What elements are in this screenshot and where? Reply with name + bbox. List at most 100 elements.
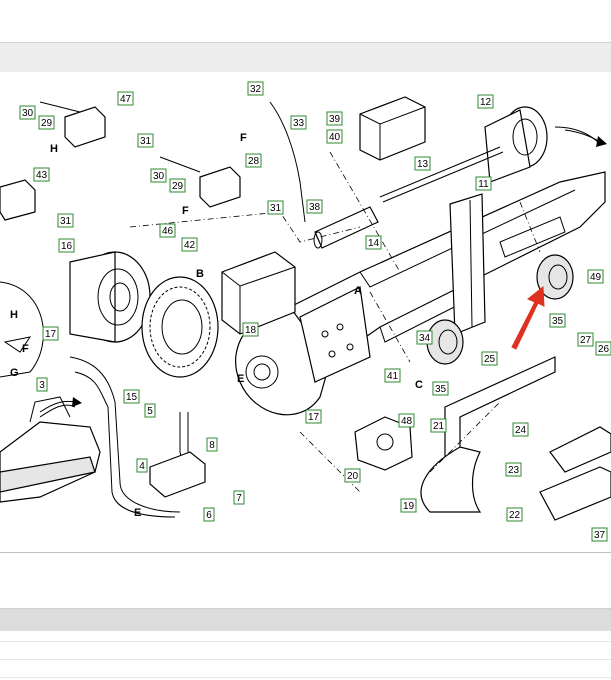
callout-number: 13 (417, 159, 429, 170)
callout-number: 46 (162, 226, 174, 237)
callout-number: 16 (61, 241, 73, 252)
reference-letter: E (237, 373, 244, 385)
shaft-drawing (313, 146, 504, 249)
callout-number: 43 (36, 170, 48, 181)
callout-14[interactable]: 14 (365, 235, 382, 250)
callout-number: 35 (435, 384, 447, 395)
callout-13[interactable]: 13 (414, 156, 431, 171)
callout-number: 3 (39, 380, 45, 391)
callout-number: 47 (120, 94, 132, 105)
callout-30[interactable]: 30 (150, 168, 167, 183)
callout-3[interactable]: 3 (36, 377, 48, 392)
callout-29[interactable]: 29 (169, 178, 186, 193)
callout-number: 11 (478, 179, 489, 190)
callout-48[interactable]: 48 (398, 413, 415, 428)
callout-number: 23 (508, 465, 520, 476)
callout-37[interactable]: 37 (591, 527, 608, 542)
callout-8[interactable]: 8 (206, 437, 218, 452)
callout-number: 25 (484, 354, 496, 365)
callout-27[interactable]: 27 (577, 332, 594, 347)
callout-number: 49 (590, 272, 602, 283)
reference-letter: H (10, 309, 18, 321)
callout-31[interactable]: 31 (137, 133, 154, 148)
reference-letter: F (22, 343, 29, 355)
callout-35[interactable]: 35 (432, 381, 449, 396)
callout-26[interactable]: 26 (595, 341, 611, 356)
callout-23[interactable]: 23 (505, 462, 522, 477)
callout-41[interactable]: 41 (384, 368, 401, 383)
viewer-bottom-area (0, 553, 611, 608)
callout-number: 31 (270, 203, 282, 214)
callout-number: 6 (206, 510, 212, 521)
drive-hub-drawing (69, 251, 151, 343)
callout-number: 8 (209, 440, 215, 451)
callout-11[interactable]: 11 (475, 176, 492, 191)
detail-circle-drawing (0, 281, 44, 378)
callout-7[interactable]: 7 (233, 490, 245, 505)
callout-24[interactable]: 24 (512, 422, 529, 437)
parts-list-rows (0, 631, 611, 680)
viewer-toolbar (0, 42, 611, 74)
callout-40[interactable]: 40 (326, 129, 343, 144)
direction-arrows (39, 129, 607, 413)
callout-number: 39 (329, 114, 341, 125)
callout-16[interactable]: 16 (58, 238, 75, 253)
callout-25[interactable]: 25 (481, 351, 498, 366)
machine-illustration (0, 396, 101, 503)
pad-plates-drawing (539, 426, 611, 521)
callout-28[interactable]: 28 (245, 153, 262, 168)
callout-number: 32 (250, 84, 262, 95)
mounting-block-drawing (221, 251, 296, 335)
callout-5[interactable]: 5 (144, 403, 156, 418)
callout-46[interactable]: 46 (159, 223, 176, 238)
table-row (0, 641, 611, 642)
callout-12[interactable]: 12 (477, 94, 494, 109)
reference-letter: H (50, 143, 58, 155)
pump-drawing (354, 416, 413, 471)
callout-number: 24 (515, 425, 527, 436)
sprocket-drawing (141, 276, 219, 378)
callout-22[interactable]: 22 (506, 507, 523, 522)
callout-number: 27 (580, 335, 592, 346)
callout-number: 38 (309, 202, 321, 213)
callout-32[interactable]: 32 (247, 81, 264, 96)
callout-20[interactable]: 20 (344, 468, 361, 483)
callout-30[interactable]: 30 (19, 105, 36, 120)
callout-43[interactable]: 43 (33, 167, 50, 182)
callout-33[interactable]: 33 (290, 115, 307, 130)
callout-17[interactable]: 17 (305, 409, 322, 424)
callout-17[interactable]: 17 (42, 326, 59, 341)
callout-6[interactable]: 6 (203, 507, 215, 522)
callout-number: 7 (236, 493, 242, 504)
callout-19[interactable]: 19 (400, 498, 417, 513)
callout-number: 35 (552, 316, 564, 327)
callout-49[interactable]: 49 (587, 269, 604, 284)
callout-4[interactable]: 4 (136, 458, 148, 473)
callout-number: 20 (347, 471, 359, 482)
callout-number: 34 (419, 333, 431, 344)
callout-number: 22 (509, 510, 521, 521)
callout-31[interactable]: 31 (267, 200, 284, 215)
callout-47[interactable]: 47 (117, 91, 134, 106)
table-row (0, 677, 611, 678)
callout-number: 17 (308, 412, 320, 423)
cover-plate-drawing (444, 356, 556, 458)
callout-29[interactable]: 29 (38, 115, 55, 130)
callout-31[interactable]: 31 (57, 213, 74, 228)
callout-21[interactable]: 21 (430, 418, 447, 433)
callout-38[interactable]: 38 (306, 199, 323, 214)
parts-list-header (0, 608, 611, 632)
callout-number: 30 (153, 171, 165, 182)
callout-15[interactable]: 15 (123, 389, 140, 404)
callout-number: 48 (401, 416, 413, 427)
callout-number: 26 (598, 344, 610, 355)
callout-35[interactable]: 35 (549, 313, 566, 328)
reference-letter: E (134, 507, 141, 519)
reference-letter: G (10, 367, 19, 379)
callout-34[interactable]: 34 (416, 330, 433, 345)
callout-18[interactable]: 18 (242, 322, 259, 337)
callout-39[interactable]: 39 (326, 111, 343, 126)
callout-42[interactable]: 42 (181, 237, 198, 252)
